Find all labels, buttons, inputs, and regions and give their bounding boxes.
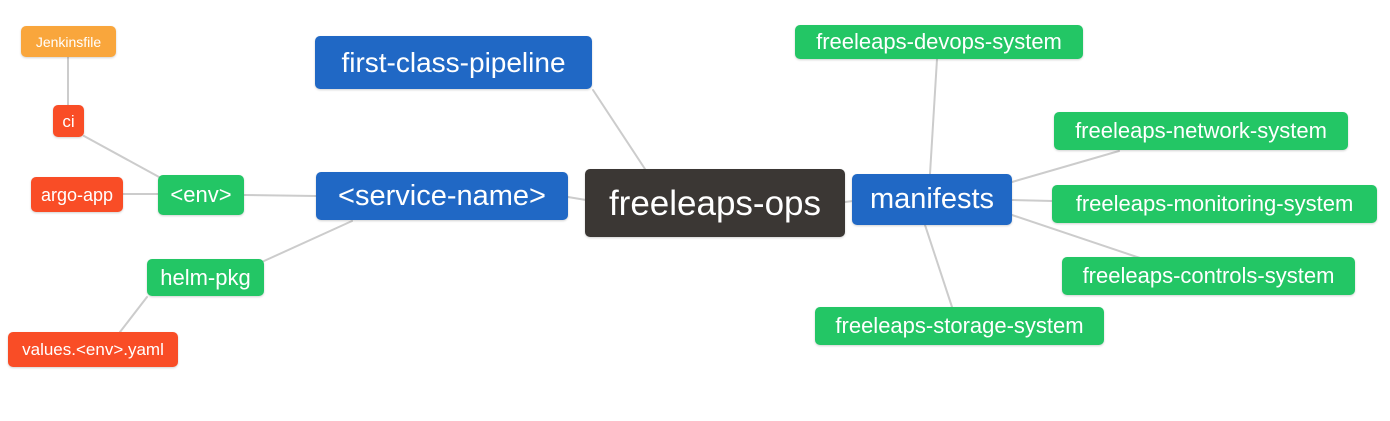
node-values-env-yaml[interactable]: values.<env>.yaml xyxy=(8,332,178,367)
node-label: <env> xyxy=(170,182,232,207)
node-freeleaps-storage-system[interactable]: freeleaps-storage-system xyxy=(815,307,1104,345)
node-service-name[interactable]: <service-name> xyxy=(316,172,568,220)
node-jenkinsfile[interactable]: Jenkinsfile xyxy=(21,26,116,57)
edge-manifests--freeleaps-controls-system xyxy=(1011,214,1141,259)
node-label: values.<env>.yaml xyxy=(22,340,164,359)
node-label: first-class-pipeline xyxy=(341,46,566,78)
edge-manifests--freeleaps-devops-system xyxy=(929,58,938,175)
edge-helm-pkg--values-env-yaml xyxy=(119,296,148,333)
node-freeleaps-network-system[interactable]: freeleaps-network-system xyxy=(1054,112,1348,150)
node-label: manifests xyxy=(869,183,995,215)
edge-service-name--freeleaps-ops xyxy=(567,196,587,201)
node-label: <service-name> xyxy=(338,179,546,212)
edge-env--service-name xyxy=(243,194,317,197)
node-label: freeleaps-storage-system xyxy=(835,313,1084,338)
edge-manifests--freeleaps-network-system xyxy=(1011,150,1120,183)
node-label: helm-pkg xyxy=(160,264,251,290)
node-helm-pkg[interactable]: helm-pkg xyxy=(147,259,264,296)
node-label: ci xyxy=(62,111,75,131)
edge-manifests--freeleaps-monitoring-system xyxy=(1011,199,1054,202)
node-label: Jenkinsfile xyxy=(35,33,102,50)
node-label: freeleaps-monitoring-system xyxy=(1075,191,1354,216)
node-label: argo-app xyxy=(40,184,114,205)
node-freeleaps-ops[interactable]: freeleaps-ops xyxy=(585,169,845,237)
node-manifests[interactable]: manifests xyxy=(852,174,1012,225)
node-ci[interactable]: ci xyxy=(53,105,84,137)
node-first-class-pipeline[interactable]: first-class-pipeline xyxy=(315,36,592,89)
edge-first-class-pipeline--freeleaps-ops xyxy=(592,89,646,170)
edge-freeleaps-ops--manifests xyxy=(844,200,854,203)
edge-manifests--freeleaps-storage-system xyxy=(924,224,953,308)
node-label: freeleaps-ops xyxy=(608,183,822,223)
node-freeleaps-monitoring-system[interactable]: freeleaps-monitoring-system xyxy=(1052,185,1377,223)
node-label: freeleaps-network-system xyxy=(1075,118,1327,143)
edge-service-name--helm-pkg xyxy=(263,220,353,262)
node-env[interactable]: <env> xyxy=(158,175,244,215)
node-label: freeleaps-devops-system xyxy=(816,29,1062,54)
node-argo-app[interactable]: argo-app xyxy=(31,177,123,212)
node-freeleaps-controls-system[interactable]: freeleaps-controls-system xyxy=(1062,257,1355,295)
edge-ci--env xyxy=(83,135,160,178)
node-label: freeleaps-controls-system xyxy=(1082,263,1335,288)
node-freeleaps-devops-system[interactable]: freeleaps-devops-system xyxy=(795,25,1083,59)
